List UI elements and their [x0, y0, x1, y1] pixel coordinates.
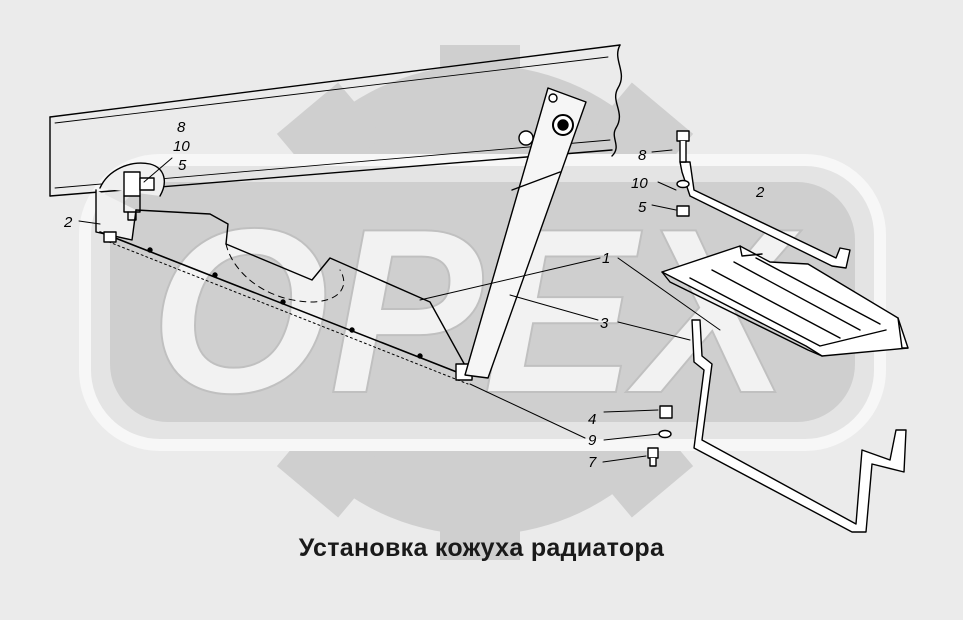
- callout-top-left-8: 8: [177, 119, 186, 136]
- vertical-strap: [464, 87, 587, 379]
- fastener-set-upper: [676, 130, 690, 217]
- leader-lines: [78, 149, 721, 463]
- shroud-panel: [99, 209, 473, 385]
- callout-center-3: 3: [600, 315, 609, 332]
- callout-top-left-10: 10: [173, 138, 190, 155]
- z-bracket-lower: [691, 319, 907, 533]
- callout-labels: 8 10 5 2 1 3 8 10 5 2 4 9 7: [63, 119, 765, 471]
- callout-top-left-5: 5: [178, 157, 187, 174]
- callout-left-2: 2: [63, 214, 73, 231]
- callout-washer-10: 10: [631, 175, 648, 192]
- watermark-text: OPEX: [150, 179, 802, 442]
- line-art: [49, 44, 909, 533]
- callout-washer-5: 5: [638, 199, 647, 216]
- callout-washer-9: 9: [588, 432, 597, 449]
- callout-bolt-7: 7: [588, 454, 597, 471]
- grille-panel: [661, 245, 909, 357]
- callout-bolt-8: 8: [638, 147, 647, 164]
- fastener-set-lower: [647, 405, 673, 467]
- diagram-caption: Установка кожуха радиатора: [298, 534, 665, 562]
- z-bracket-upper: [679, 161, 851, 269]
- callout-bracket-2: 2: [755, 184, 765, 201]
- callout-center-1: 1: [602, 250, 610, 267]
- callout-nut-4: 4: [588, 411, 596, 428]
- watermark-logo: OPEX: [79, 45, 886, 560]
